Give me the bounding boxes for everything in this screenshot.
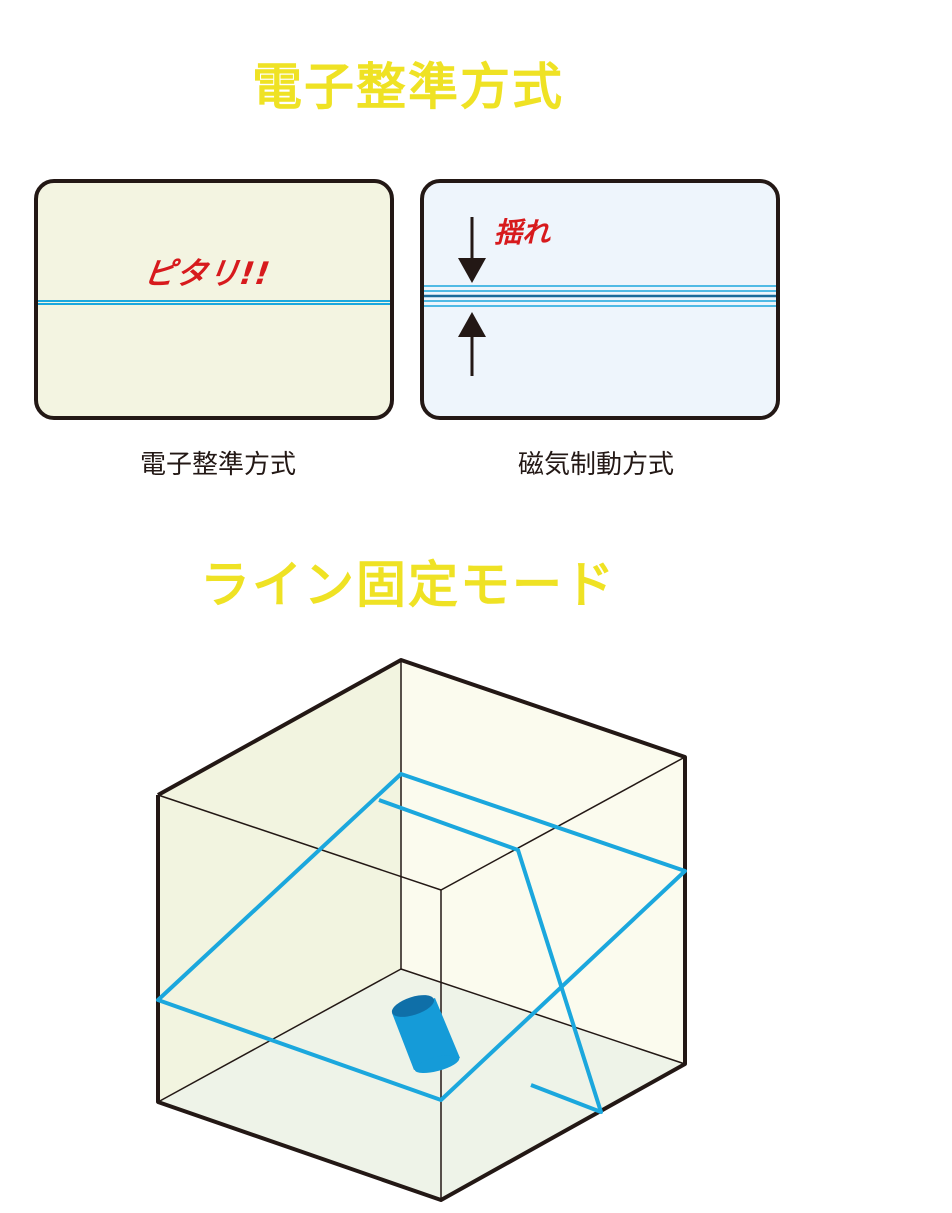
caption-magnetic-damping: 磁気制動方式 (517, 450, 674, 480)
wobble-label: 揺れ (494, 216, 551, 249)
arrow-down-icon (458, 217, 486, 283)
laser-line-steady (38, 300, 390, 305)
electronic-leveling-panel: ピタリ!! (34, 179, 394, 420)
room-cube (156, 658, 687, 1202)
laser-line-wobble (424, 217, 776, 376)
magnetic-damping-panel: 揺れ (420, 179, 780, 420)
arrow-up-icon (458, 312, 486, 376)
stable-label: ピタリ!! (141, 256, 273, 292)
section-title-bottom: ライン固定モード (200, 555, 616, 614)
laser-lines (156, 772, 687, 1114)
section-title-top: 電子整準方式 (252, 57, 564, 116)
caption-electronic-leveling: 電子整準方式 (139, 450, 296, 480)
cylinder-icon (391, 995, 460, 1074)
